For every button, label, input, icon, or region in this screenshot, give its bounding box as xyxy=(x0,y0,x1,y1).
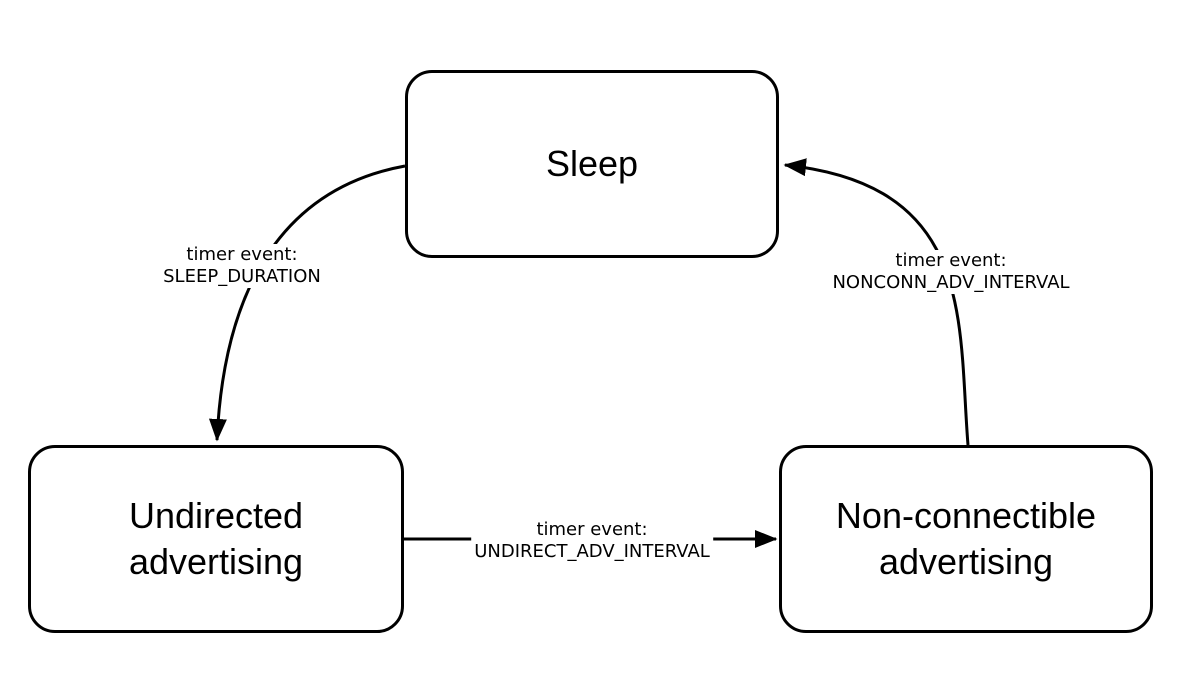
state-undirected-advertising: Undirected advertising xyxy=(28,445,404,633)
transition-label-undirect-adv-interval: timer event: UNDIRECT_ADV_INTERVAL xyxy=(471,519,713,563)
state-non-connectible-advertising-label-line2: advertising xyxy=(878,541,1054,582)
state-undirected-advertising-label-line2: advertising xyxy=(128,541,304,582)
arrow-non-connectible-to-sleep xyxy=(783,158,970,446)
transition-label-nonconn-adv-interval-line1: timer event: xyxy=(895,250,1007,271)
transition-label-nonconn-adv-interval: timer event: NONCONN_ADV_INTERVAL xyxy=(829,250,1073,294)
state-undirected-advertising-label-line1: Undirected xyxy=(128,495,304,536)
state-sleep-label: Sleep xyxy=(545,143,639,184)
state-non-connectible-advertising: Non-connectible advertising xyxy=(779,445,1153,633)
transition-label-nonconn-adv-interval-line2: NONCONN_ADV_INTERVAL xyxy=(832,272,1070,293)
transition-label-sleep-duration-line1: timer event: xyxy=(186,244,298,265)
arrow-sleep-to-undirected xyxy=(208,164,406,442)
transition-label-undirect-adv-interval-line2: UNDIRECT_ADV_INTERVAL xyxy=(474,541,710,562)
state-sleep: Sleep xyxy=(405,70,779,258)
state-non-connectible-advertising-label-line1: Non-connectible xyxy=(835,495,1097,536)
transition-label-sleep-duration: timer event: SLEEP_DURATION xyxy=(160,244,324,288)
transition-label-sleep-duration-line2: SLEEP_DURATION xyxy=(163,266,321,287)
transition-label-undirect-adv-interval-line1: timer event: xyxy=(536,519,648,540)
